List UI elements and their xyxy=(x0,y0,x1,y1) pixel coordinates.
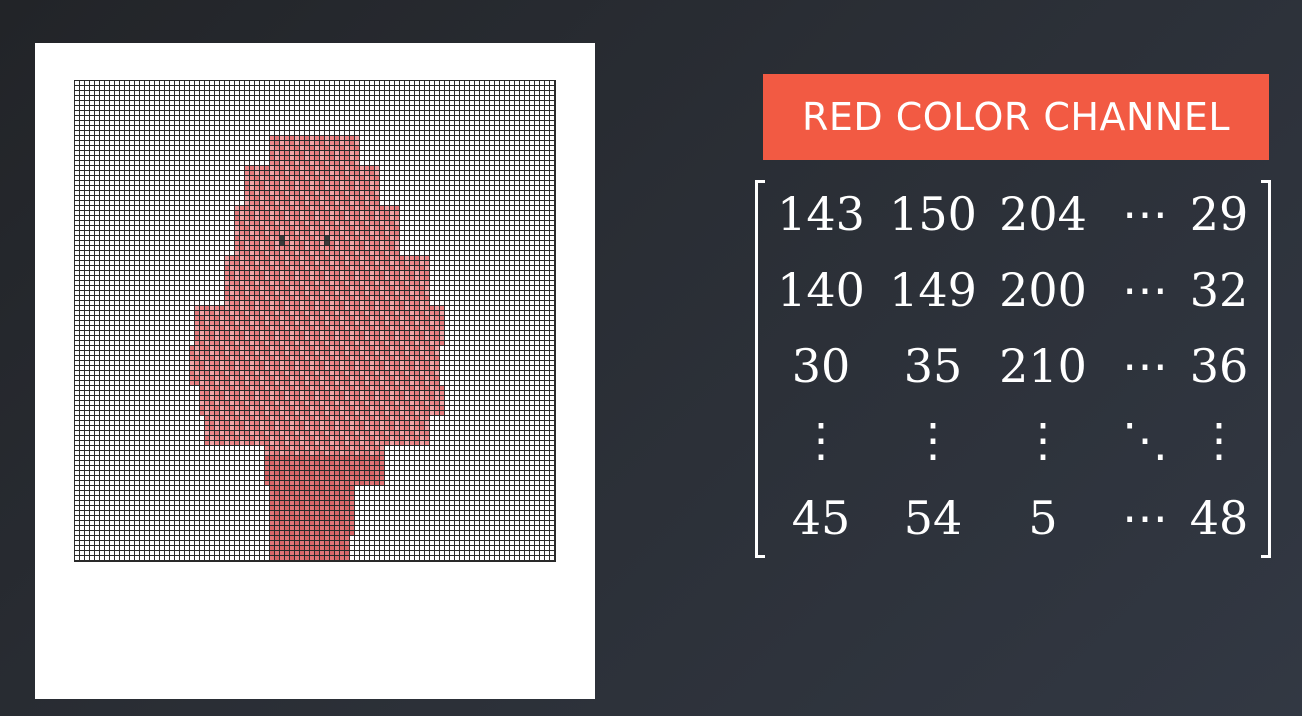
matrix-cell: 143 xyxy=(777,187,865,241)
matrix-cell: 45 xyxy=(791,491,851,545)
channel-label: RED COLOR CHANNEL xyxy=(763,74,1269,160)
matrix-cell: 54 xyxy=(903,491,963,545)
matrix-cell: ⋮ xyxy=(910,413,956,467)
matrix-cell: ⋯ xyxy=(1122,263,1168,317)
matrix-cell: 30 xyxy=(791,339,851,393)
pixel-value-matrix: 143 150 204 ⋯ 29 140 149 200 ⋯ 32 30 35 210 ⋯ 36 ⋮ ⋮ ⋮ ⋱ ⋮ 4… xyxy=(755,180,1271,560)
matrix-cell: ⋯ xyxy=(1122,339,1168,393)
matrix-cell: 210 xyxy=(999,339,1087,393)
pixelated-image xyxy=(74,80,556,562)
matrix-cell: 48 xyxy=(1189,491,1249,545)
matrix-cell: 32 xyxy=(1189,263,1249,317)
matrix-cell: 29 xyxy=(1189,187,1249,241)
matrix-cell: 150 xyxy=(889,187,977,241)
matrix-left-bracket xyxy=(755,180,765,558)
matrix-cell: ⋯ xyxy=(1122,187,1168,241)
matrix-right-bracket xyxy=(1261,180,1271,558)
matrix-cell: ⋮ xyxy=(1196,413,1242,467)
channel-label-text: RED COLOR CHANNEL xyxy=(801,95,1231,139)
matrix-cell: ⋯ xyxy=(1122,491,1168,545)
matrix-cell: 204 xyxy=(999,187,1087,241)
matrix-cell: ⋮ xyxy=(1020,413,1066,467)
matrix-cell: 5 xyxy=(1028,491,1058,545)
matrix-cell: 200 xyxy=(999,263,1087,317)
matrix-cell: 35 xyxy=(903,339,963,393)
matrix-cell: 36 xyxy=(1189,339,1249,393)
image-card xyxy=(35,43,595,699)
matrix-cell: ⋮ xyxy=(798,413,844,467)
matrix-cell: 149 xyxy=(889,263,977,317)
matrix-cell: ⋱ xyxy=(1122,413,1168,467)
matrix-cell: 140 xyxy=(777,263,865,317)
